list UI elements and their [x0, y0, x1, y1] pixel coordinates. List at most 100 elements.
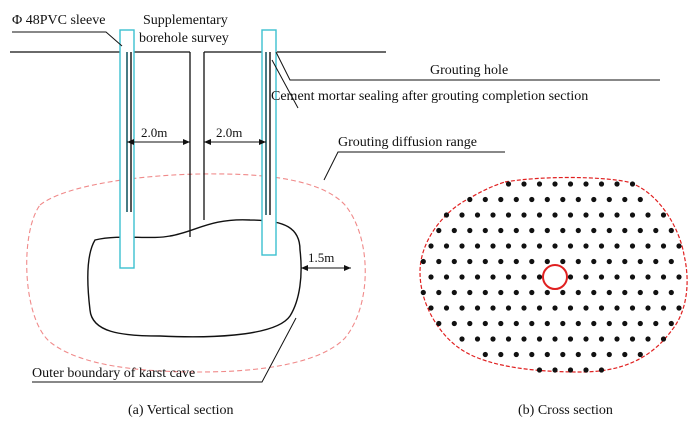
grout-point [560, 227, 566, 234]
grout-point [544, 196, 550, 203]
grout-point [505, 181, 512, 187]
grout-point [660, 243, 667, 249]
grout-point [629, 274, 636, 280]
grout-point [629, 336, 636, 342]
grout-point [660, 336, 667, 342]
grout-point [567, 243, 574, 249]
grout-point [513, 196, 519, 203]
grout-point [467, 196, 473, 203]
karst-boundary-label: Outer boundary of karst cave [32, 366, 195, 381]
grout-point [614, 212, 620, 218]
grout-point [552, 367, 558, 373]
cement-sealing-leader [271, 59, 299, 109]
grout-point [443, 274, 450, 280]
grout-point [575, 289, 581, 296]
grout-point [622, 320, 628, 327]
grout-point [591, 227, 597, 234]
grout-point [513, 289, 519, 296]
grout-point [637, 258, 643, 265]
grout-point [505, 274, 512, 280]
diffusion-radius-dimension [301, 265, 351, 271]
grout-point [645, 243, 651, 249]
grout-point [443, 305, 450, 311]
cross-diffusion-boundary [419, 176, 688, 373]
grout-point [459, 274, 465, 280]
grout-point [552, 336, 558, 342]
grout-point [653, 320, 659, 327]
grout-point [451, 258, 457, 265]
grout-point [459, 243, 465, 249]
grout-point [521, 181, 527, 187]
grout-point [567, 336, 574, 342]
cement-sealing-label: Cement mortar sealing after grouting com… [271, 89, 588, 104]
grout-point [482, 196, 488, 203]
grout-point [575, 196, 581, 203]
grout-point [614, 274, 620, 280]
grout-point [529, 320, 535, 327]
grout-point [560, 289, 566, 296]
grout-point [567, 274, 574, 280]
grout-point [575, 258, 581, 265]
vertical-section-caption: (a) Vertical section [128, 403, 233, 418]
grout-point [521, 212, 527, 218]
grout-point [606, 351, 612, 358]
grout-point [598, 305, 605, 311]
grout-point [598, 243, 605, 249]
grout-point [536, 305, 543, 311]
grout-point [598, 336, 605, 342]
grout-point [536, 274, 543, 280]
grout-point [420, 258, 426, 265]
grout-point [653, 227, 659, 234]
grout-point [443, 243, 450, 249]
grout-point [529, 258, 535, 265]
grout-point [552, 243, 558, 249]
grout-point [583, 212, 589, 218]
grout-point [583, 274, 589, 280]
diffusion-range-label: Grouting diffusion range [338, 135, 477, 150]
grout-point [482, 351, 488, 358]
grout-point [529, 196, 535, 203]
grout-point [529, 227, 535, 234]
grout-point [575, 227, 581, 234]
grout-point [591, 289, 597, 296]
grout-point [474, 305, 481, 311]
grout-point [622, 196, 628, 203]
supplementary-label-line1: Supplementary [143, 13, 228, 28]
grout-point [482, 227, 488, 234]
grout-point [428, 305, 434, 311]
grout-point-grid [420, 181, 682, 373]
grout-point [560, 351, 566, 358]
grout-point [513, 320, 519, 327]
grout-point [536, 336, 543, 342]
grout-point [552, 305, 558, 311]
grout-point [490, 336, 496, 342]
grout-point [622, 258, 628, 265]
grout-point [614, 305, 620, 311]
grout-point [629, 181, 636, 187]
grouting-hole-label: Grouting hole [430, 63, 508, 78]
grout-point [513, 258, 519, 265]
grout-point [482, 289, 488, 296]
grout-point [544, 258, 550, 265]
spacing-dimension-left [127, 139, 190, 145]
grout-point [505, 336, 512, 342]
grouting-hole-leader [275, 51, 660, 81]
diffusion-radius-label: 1.5m [308, 250, 334, 265]
grout-point [560, 196, 566, 203]
grout-point [467, 227, 473, 234]
grout-point [536, 243, 543, 249]
grout-point [521, 243, 527, 249]
grout-point [544, 227, 550, 234]
grout-point [591, 351, 597, 358]
grouting-diffusion-boundary [26, 173, 366, 373]
grout-point [560, 320, 566, 327]
grout-point [467, 289, 473, 296]
grout-point [591, 258, 597, 265]
grout-point [498, 196, 504, 203]
grout-point [583, 243, 589, 249]
grout-point [598, 274, 605, 280]
grout-point [498, 351, 504, 358]
vertical-section: 2.0m 2.0m 1.5m Φ 48PVC sleeve Supplement… [10, 13, 660, 418]
grout-point [622, 351, 628, 358]
grout-point [668, 258, 674, 265]
